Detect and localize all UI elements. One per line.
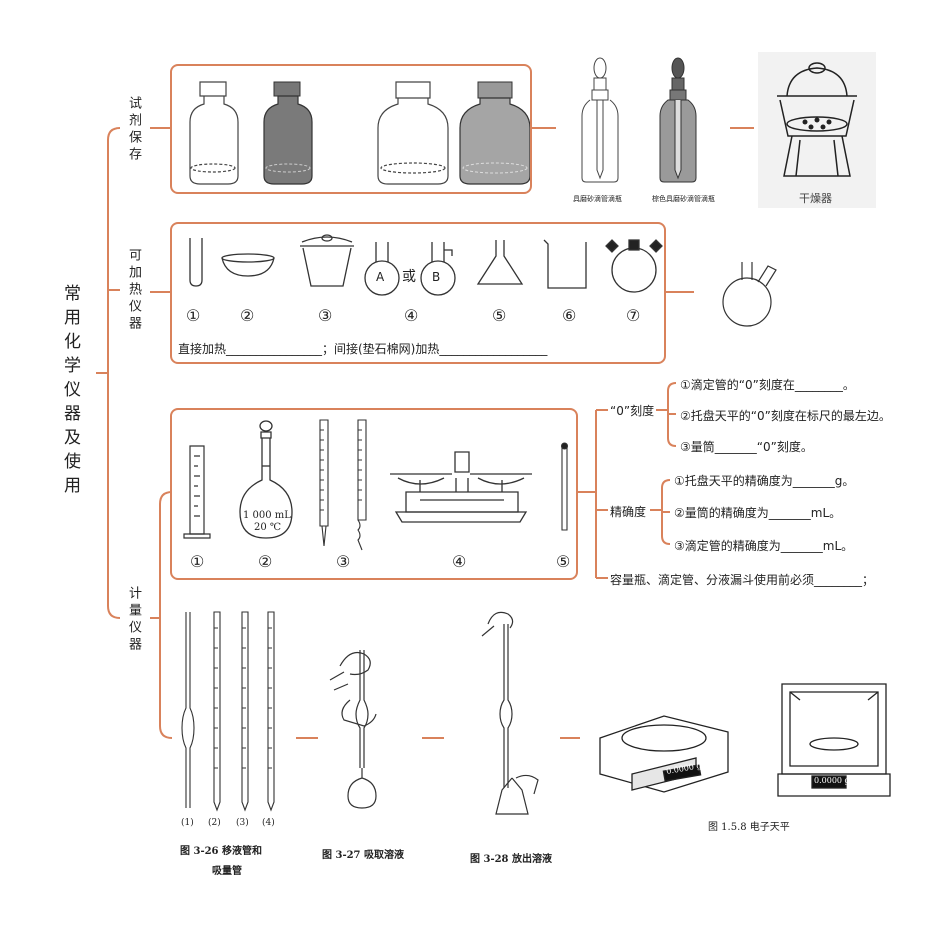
- three-neck-flask-drawing: [605, 239, 663, 293]
- figure-27-caption: 图 3-27 吸取溶液: [322, 850, 404, 861]
- heating-number-3: ③: [318, 306, 333, 325]
- main-title: 常用化学仪器及使用: [60, 284, 80, 500]
- heating-number-5: ⑤: [492, 306, 507, 325]
- dropper-caption-1: 具磨砂滴管滴瓶: [573, 195, 622, 203]
- dispensing-figure-drawing: [481, 611, 539, 815]
- volumetric-flask-label-2: 20 ℃: [254, 522, 282, 533]
- main-bracket: [96, 127, 121, 619]
- precision-item-3: ③滴定管的精确度为_______mL。: [674, 539, 854, 553]
- test-tube-drawing: [189, 238, 203, 287]
- desiccator-label: 干燥器: [799, 192, 832, 205]
- reagent-bottle-clear-small: [189, 81, 239, 185]
- figure-28-caption: 图 3-28 放出溶液: [470, 854, 552, 865]
- flask-b-label: B: [432, 270, 441, 284]
- measuring-number-4: ④: [452, 552, 467, 571]
- pipette-number-2: (2): [208, 818, 221, 828]
- heating-number-2: ②: [240, 306, 255, 325]
- analytical-balance-drawing: [777, 683, 891, 797]
- burette-drawing: [319, 419, 367, 551]
- leak-check-text: 容量瓶、滴定管、分液漏斗使用前必须________；: [610, 573, 875, 587]
- round-bottom-flask-b: [420, 242, 456, 296]
- graduated-cylinder-drawing: [183, 445, 211, 539]
- round-bottom-flask-a: [364, 242, 400, 296]
- volumetric-flask-label-1: 1 000 mL: [243, 510, 291, 521]
- crucible-drawing: [300, 234, 354, 287]
- precision-title: 精确度: [610, 505, 647, 519]
- desiccator-drawing: [758, 52, 876, 208]
- zero-mark-item-2: ②托盘天平的“0”刻度在标尺的最左边。: [680, 409, 891, 423]
- zero-mark-title: “0”刻度: [610, 404, 655, 418]
- beaker-drawing: [543, 239, 587, 289]
- pipette-number-4: (4): [262, 818, 275, 828]
- suction-figure-drawing: [329, 650, 377, 809]
- zero-mark-item-1: ①滴定管的“0”刻度在________。: [680, 378, 855, 392]
- heating-number-7: ⑦: [626, 306, 641, 325]
- heating-number-1: ①: [186, 306, 201, 325]
- pan-balance-drawing: [390, 451, 532, 523]
- measuring-number-1: ①: [190, 552, 205, 571]
- measuring-number-3: ③: [336, 552, 351, 571]
- branch-label-storage: 试剂保存: [126, 96, 141, 164]
- pipette-number-3: (3): [236, 818, 249, 828]
- zero-mark-item-3: ③量筒_______“0”刻度。: [680, 440, 813, 454]
- figure-26-caption-line2: 吸量管: [212, 866, 242, 877]
- pipettes-drawing: [181, 611, 275, 812]
- heating-instruments-box: [170, 222, 666, 364]
- branch-label-heating: 可加热仪器: [126, 248, 141, 333]
- dropper-caption-2: 棕色具磨砂滴管滴瓶: [652, 195, 715, 203]
- precision-item-1: ①托盘天平的精确度为_______g。: [674, 474, 855, 488]
- two-neck-flask-drawing: [722, 262, 777, 327]
- pipette-number-1: (1): [181, 818, 194, 828]
- measuring-number-5: ⑤: [556, 552, 571, 571]
- measuring-number-2: ②: [258, 552, 273, 571]
- precision-item-2: ②量筒的精确度为_______mL。: [674, 506, 842, 520]
- flask-or-label: 或: [402, 269, 416, 285]
- thermometer-drawing: [560, 442, 569, 531]
- measuring-instruments-box: [170, 408, 578, 580]
- heating-number-6: ⑥: [562, 306, 577, 325]
- evaporating-dish-drawing: [221, 253, 275, 277]
- dropper-bottle-clear: [581, 57, 619, 183]
- dropper-bottle-brown: [659, 57, 697, 183]
- heating-fill-line: 直接加热________________；间接(垫石棉网)加热_________…: [178, 342, 548, 356]
- flask-a-label: A: [376, 270, 385, 284]
- branch-connectors: [150, 127, 754, 739]
- reagent-bottle-clear-wide: [377, 81, 449, 185]
- reagent-bottle-brown-wide: [459, 81, 531, 185]
- reagent-bottle-brown-small: [263, 81, 313, 185]
- conical-flask-drawing: [476, 240, 524, 285]
- figure-balance-caption: 图 1.5.8 电子天平: [708, 822, 790, 833]
- heating-number-4: ④: [404, 306, 419, 325]
- volumetric-flask-drawing: [239, 420, 293, 539]
- storage-bottles-box: [170, 64, 532, 194]
- balance-readout-2: 0.0000 g: [814, 776, 850, 785]
- electronic-balance-small-drawing: [599, 715, 729, 793]
- figure-26-caption-line1: 图 3-26 移液管和: [180, 846, 262, 857]
- branch-label-measuring: 计量仪器: [126, 586, 141, 654]
